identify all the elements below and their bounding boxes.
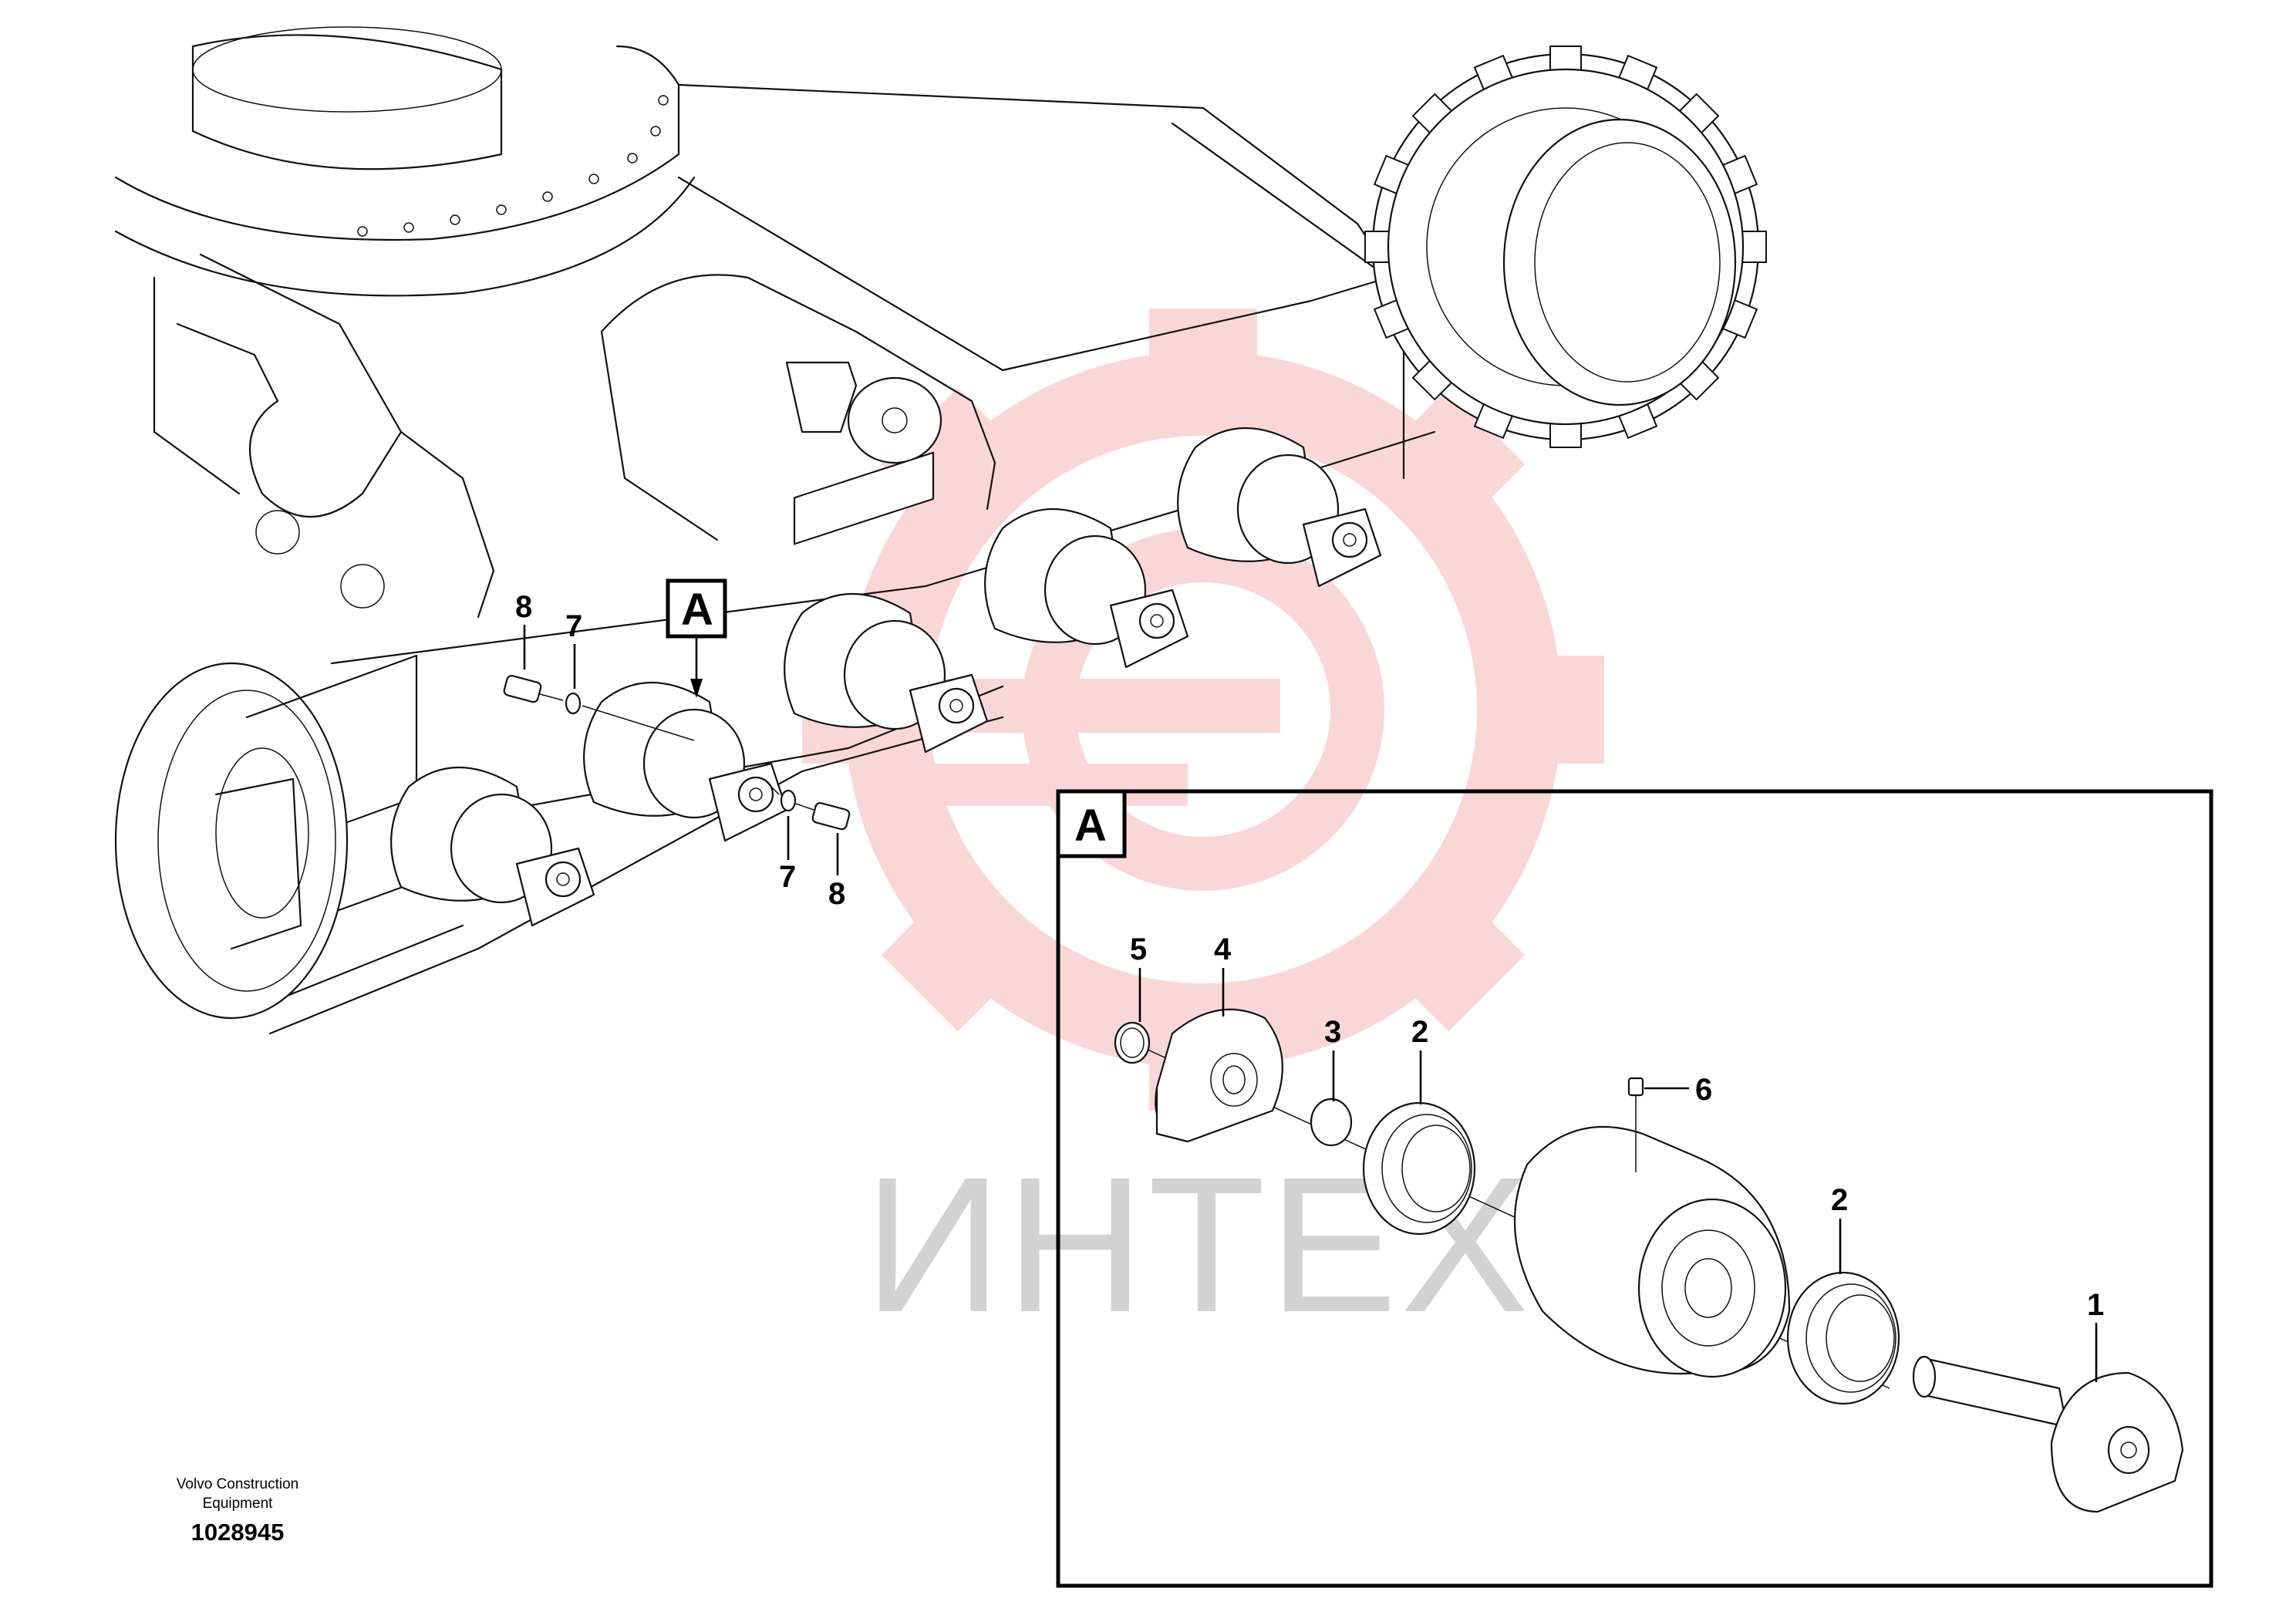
callout-7-top: 7 bbox=[565, 609, 582, 643]
track-roller-2 bbox=[984, 508, 1189, 669]
drawing-id: 1028945 bbox=[191, 1519, 285, 1546]
part-1-shaft bbox=[1912, 1355, 2184, 1513]
washer-left bbox=[565, 692, 582, 715]
callout-1: 1 bbox=[2087, 1288, 2104, 1322]
part-2-seal-left bbox=[1362, 1101, 1476, 1236]
bolt-left bbox=[503, 674, 564, 703]
detail-view-a: A bbox=[1056, 789, 2213, 1588]
part-2-seal-right bbox=[1786, 1271, 1900, 1405]
washer-right bbox=[780, 789, 797, 812]
bolt-right bbox=[795, 801, 851, 831]
drive-sprocket bbox=[1364, 46, 1767, 448]
callout-4: 4 bbox=[1214, 932, 1232, 966]
callout-8-bottom: 8 bbox=[828, 877, 845, 911]
track-roller-5 bbox=[390, 767, 595, 927]
callout-5: 5 bbox=[1130, 932, 1147, 966]
footer-maker-line1: Volvo Construction bbox=[177, 1476, 298, 1492]
callout-3: 3 bbox=[1324, 1015, 1341, 1049]
part-4-end-cover bbox=[1155, 1008, 1283, 1143]
track-roller-3 bbox=[784, 593, 989, 754]
part-6-plug bbox=[1627, 1077, 1644, 1097]
footer-maker-line2: Equipment bbox=[203, 1496, 274, 1512]
callout-2-left: 2 bbox=[1411, 1015, 1428, 1049]
callout-2-right: 2 bbox=[1831, 1183, 1848, 1217]
track-roller-1 bbox=[1177, 427, 1382, 588]
detail-view-label: A bbox=[1074, 801, 1107, 851]
callout-8-top: 8 bbox=[515, 590, 532, 624]
track-roller-a bbox=[583, 682, 788, 842]
callout-6: 6 bbox=[1695, 1073, 1712, 1107]
svg-text:A: A bbox=[681, 585, 713, 635]
callout-7-bottom: 7 bbox=[779, 860, 796, 894]
view-marker-a: A bbox=[666, 578, 727, 698]
part-3-o-ring bbox=[1310, 1098, 1353, 1147]
roller-body bbox=[1513, 1125, 1791, 1378]
